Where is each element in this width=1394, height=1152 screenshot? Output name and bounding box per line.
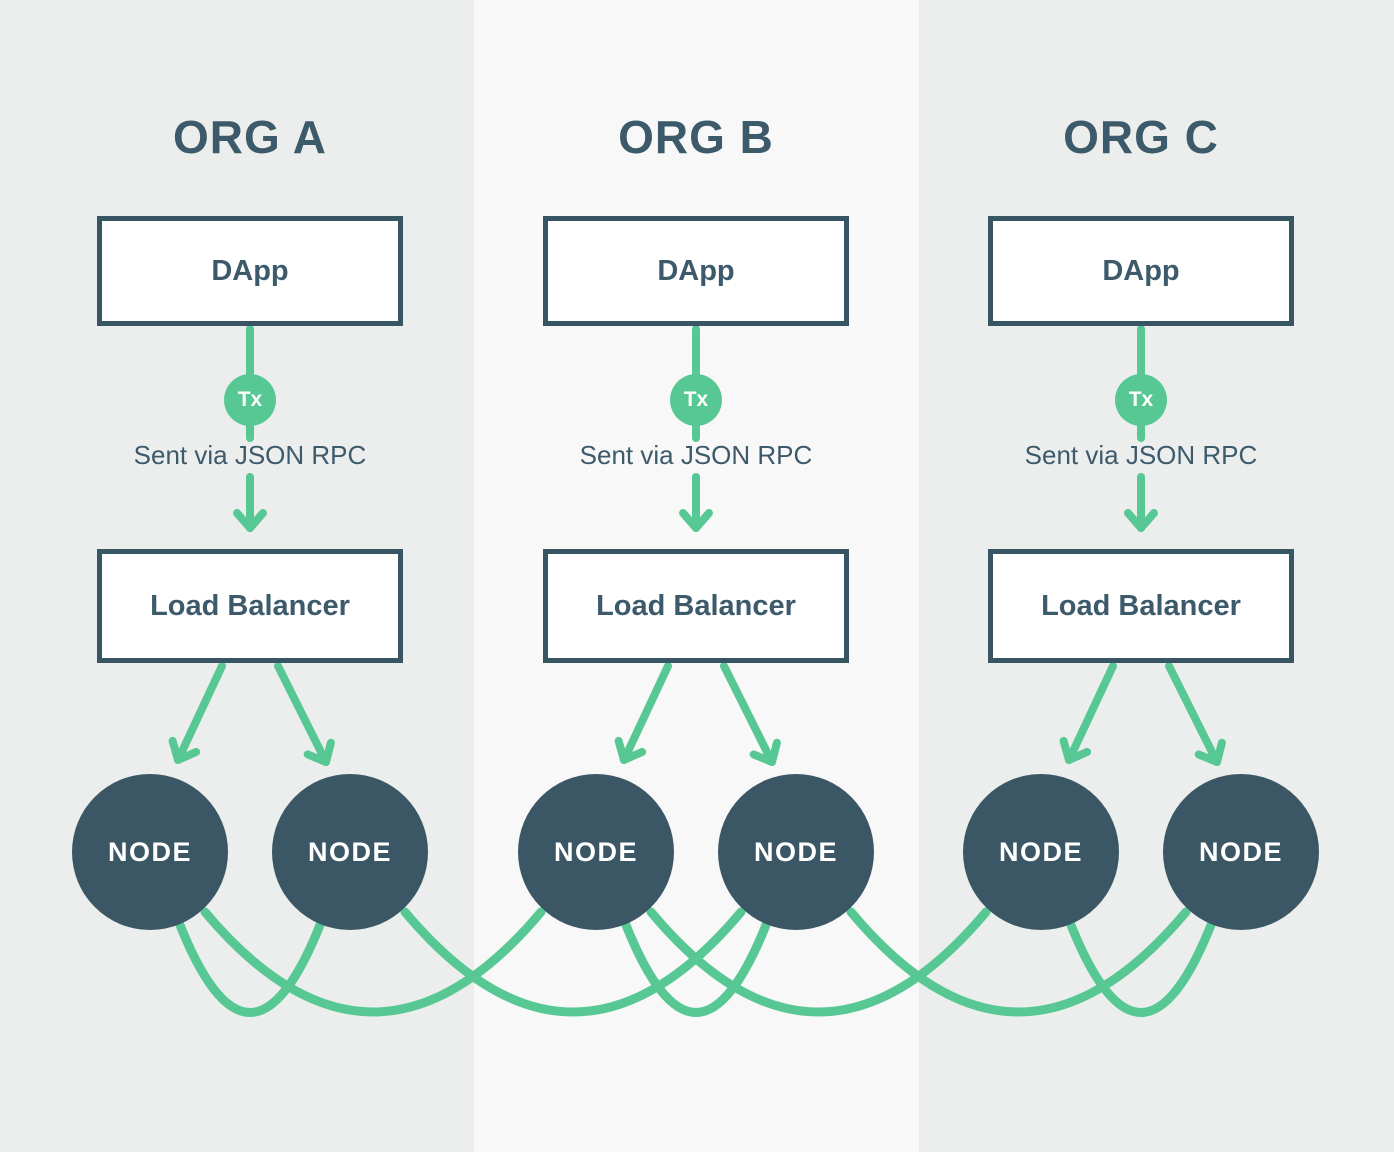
node-circle: NODE bbox=[272, 774, 428, 930]
mesh-arc-node2-node4 bbox=[400, 907, 746, 1017]
dapp-label: DApp bbox=[1102, 254, 1180, 287]
lb-to-node-arrow-right bbox=[1165, 662, 1226, 766]
node-circle: NODE bbox=[518, 774, 674, 930]
node-label: NODE bbox=[107, 836, 192, 867]
lb-to-node-arrow-left bbox=[614, 662, 672, 764]
dapp-label: DApp bbox=[657, 254, 735, 287]
mesh-arc-node3-node4 bbox=[619, 915, 773, 1017]
node-label: NODE bbox=[307, 836, 392, 867]
rpc-note: Sent via JSON RPC bbox=[1024, 440, 1258, 470]
org-title: ORG B bbox=[618, 111, 774, 163]
mesh-arc-node5-node6 bbox=[1064, 915, 1218, 1017]
node-label: NODE bbox=[753, 836, 838, 867]
load-balancer-label: Load Balancer bbox=[1041, 589, 1241, 622]
node-label: NODE bbox=[998, 836, 1083, 867]
dapp-box: DApp bbox=[988, 216, 1294, 326]
load-balancer-label: Load Balancer bbox=[596, 589, 796, 622]
load-balancer-label: Load Balancer bbox=[150, 589, 350, 622]
node-label: NODE bbox=[1198, 836, 1283, 867]
node-circle: NODE bbox=[963, 774, 1119, 930]
node-circle: NODE bbox=[1163, 774, 1319, 930]
node-label: NODE bbox=[553, 836, 638, 867]
tx-badge-label: Tx bbox=[237, 388, 263, 411]
load-balancer-box: Load Balancer bbox=[988, 549, 1294, 663]
rpc-note: Sent via JSON RPC bbox=[133, 440, 367, 470]
org-c-flow-lines bbox=[1059, 325, 1226, 766]
mesh-arc-node3-node5 bbox=[646, 907, 991, 1017]
mesh-arc-node4-node6 bbox=[846, 907, 1191, 1017]
load-balancer-box: Load Balancer bbox=[543, 549, 849, 663]
org-title: ORG C bbox=[1063, 111, 1219, 163]
tx-badge: Tx bbox=[1115, 374, 1167, 426]
mesh-arc-node1-node3 bbox=[200, 907, 546, 1017]
tx-badge-label: Tx bbox=[683, 388, 709, 411]
tx-badge: Tx bbox=[670, 374, 722, 426]
dapp-box: DApp bbox=[97, 216, 403, 326]
lb-to-node-arrow-right bbox=[274, 662, 335, 766]
tx-badge-label: Tx bbox=[1128, 388, 1154, 411]
node-mesh-arcs bbox=[173, 907, 1218, 1017]
mesh-arc-node1-node2 bbox=[173, 915, 327, 1017]
org-a-flow-lines bbox=[168, 325, 335, 766]
tx-badge: Tx bbox=[224, 374, 276, 426]
org-title: ORG A bbox=[172, 111, 328, 163]
node-circle: NODE bbox=[718, 774, 874, 930]
lb-to-node-arrow-right bbox=[720, 662, 781, 766]
dapp-label: DApp bbox=[211, 254, 289, 287]
dapp-box: DApp bbox=[543, 216, 849, 326]
node-circle: NODE bbox=[72, 774, 228, 930]
org-b-flow-lines bbox=[614, 325, 781, 766]
lb-to-node-arrow-left bbox=[168, 662, 226, 764]
load-balancer-box: Load Balancer bbox=[97, 549, 403, 663]
lb-to-node-arrow-left bbox=[1059, 662, 1117, 764]
rpc-note: Sent via JSON RPC bbox=[579, 440, 813, 470]
